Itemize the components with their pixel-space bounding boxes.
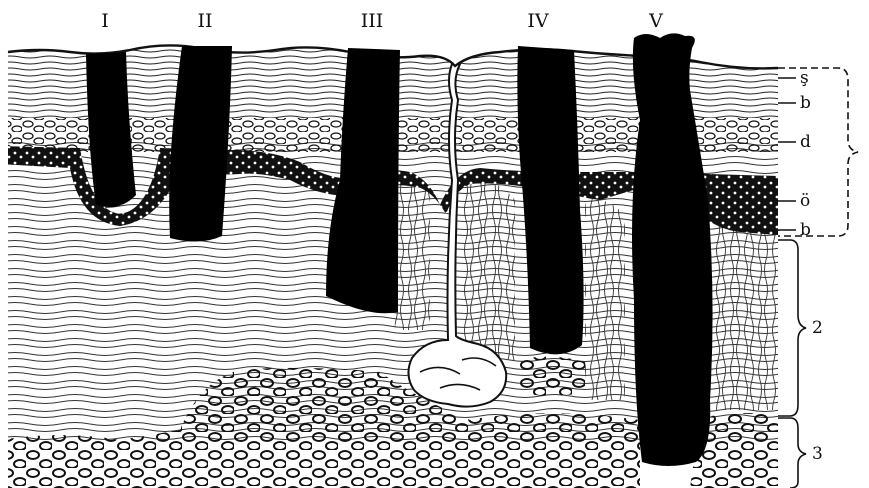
zone-label-2: 2	[812, 318, 823, 338]
subcutis-bracket	[778, 418, 806, 488]
stratum-corneum	[0, 40, 869, 118]
depth-labels: I II III IV V	[101, 10, 663, 32]
depth-label-2: II	[197, 10, 212, 32]
fat-cluster	[520, 356, 585, 396]
layer-label-5: b	[800, 220, 811, 240]
layer-label-4: ö	[800, 191, 810, 211]
depth-label-1: I	[101, 10, 109, 32]
papilla-zone	[585, 199, 625, 400]
epidermis-bracket	[778, 68, 858, 236]
layer-label-2: b	[800, 93, 811, 113]
layer-label-3: d	[800, 132, 811, 152]
burn-wedge-2	[169, 46, 232, 242]
depth-label-5: V	[648, 10, 663, 32]
zone-label-3: 3	[812, 444, 823, 464]
dermis-bracket	[778, 240, 806, 416]
depth-label-3: III	[361, 10, 384, 32]
skin-tissue	[0, 40, 869, 488]
papilla-zone	[715, 219, 778, 410]
papilla-zone	[460, 180, 515, 360]
layer-labels: ş b d ö b	[778, 68, 811, 240]
depth-label-4: IV	[527, 10, 549, 32]
layer-label-1: ş	[800, 68, 809, 88]
